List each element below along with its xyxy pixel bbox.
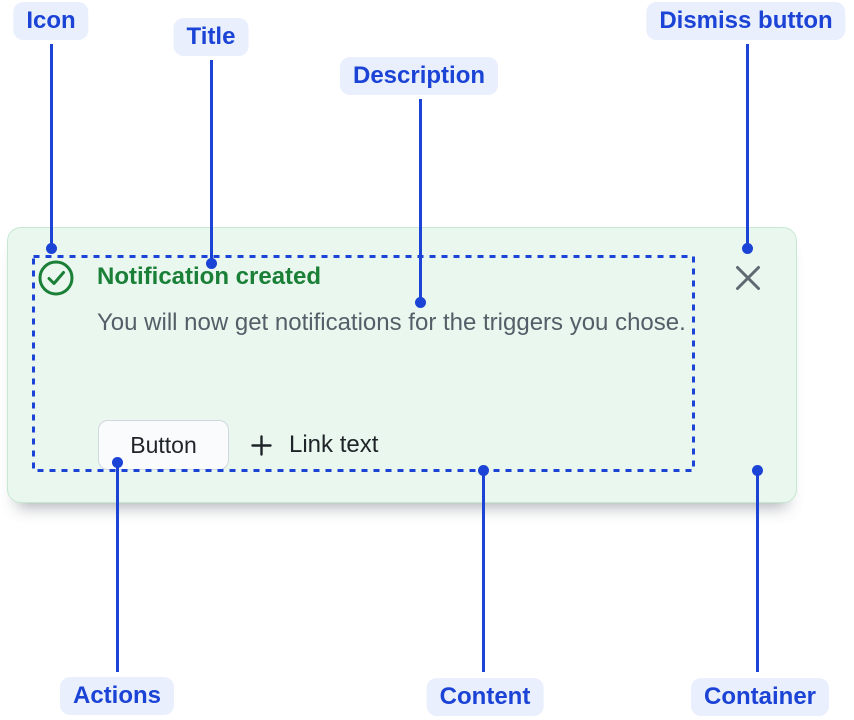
annotation-dot-icon [46,243,57,254]
annotation-line-actions [116,463,119,672]
annotation-line-description [419,99,422,303]
annotation-line-container [756,471,759,672]
action-link-label: Link text [289,431,379,458]
annotation-dot-title [206,258,217,269]
annotation-line-icon [50,44,53,248]
annotation-dot-actions [112,457,123,468]
label-actions: Actions [59,677,175,715]
label-dismiss: Dismiss button [646,2,846,40]
annotation-line-title [210,60,213,264]
label-icon: Icon [13,2,89,40]
plus-icon [251,434,272,456]
close-icon [736,266,760,290]
annotation-dot-container [752,465,763,476]
action-link[interactable]: Link text [249,420,378,470]
notification-description: You will now get notifications for the t… [97,309,686,336]
label-content: Content [426,678,544,716]
dismiss-button[interactable] [730,260,766,296]
annotation-line-content [482,471,485,672]
annotation-line-dismiss [746,44,749,248]
check-circle-icon [38,260,74,296]
label-description: Description [339,57,499,95]
annotation-dot-dismiss [742,243,753,254]
annotation-dot-description [415,297,426,308]
notification-container: Notification created You will now get no… [7,227,797,503]
label-title: Title [173,18,249,56]
label-container: Container [690,678,830,716]
annotation-dot-content [478,465,489,476]
